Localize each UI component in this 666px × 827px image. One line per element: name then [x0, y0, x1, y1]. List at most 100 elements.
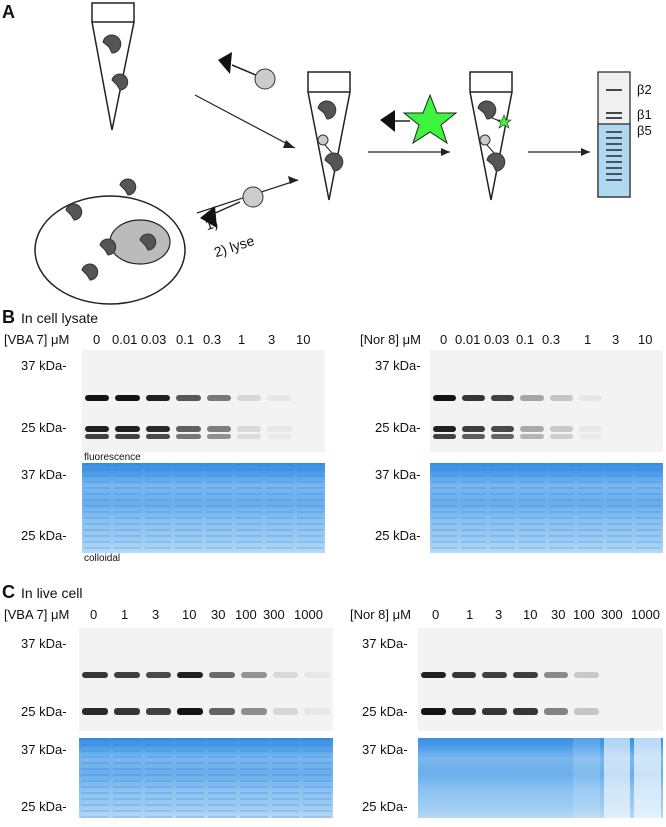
concentration-label: 0 — [440, 332, 448, 347]
gel-band — [608, 426, 631, 432]
gel-band — [491, 434, 515, 439]
gel-band — [209, 672, 235, 678]
marker-25-cb-c-right: 25 kDa- — [362, 799, 408, 814]
gel-band — [115, 395, 140, 401]
concentration-label: 300 — [263, 607, 285, 622]
gel-band — [85, 434, 110, 439]
gel-band — [578, 434, 602, 439]
gel-lane — [144, 463, 172, 553]
gel-band — [298, 395, 322, 401]
gel-band — [462, 434, 486, 439]
gel-lane — [303, 738, 331, 818]
gel-band — [236, 426, 262, 432]
gel-band — [85, 426, 110, 432]
gel-lane — [461, 463, 487, 553]
concentration-label: 10 — [296, 332, 311, 347]
concentration-label: 1 — [121, 607, 129, 622]
schematic-diagram — [34, 2, 631, 305]
gel-band — [267, 434, 292, 439]
gel-band — [177, 708, 203, 715]
gel-band — [512, 672, 538, 678]
gel-band — [236, 434, 262, 439]
gel-lane — [235, 463, 263, 553]
marker-25-cb-b-left: 25 kDa- — [21, 528, 67, 543]
gel-lane — [205, 463, 232, 553]
gel-lane — [84, 463, 111, 553]
gel-lane — [512, 738, 539, 818]
gel-band — [145, 395, 171, 401]
gel-band — [549, 434, 573, 439]
gel-band — [543, 672, 569, 678]
concentration-label: 0.03 — [141, 332, 167, 347]
gel-band — [520, 426, 544, 432]
gel-band — [272, 708, 299, 715]
gel-band — [462, 395, 486, 401]
gel-lane — [432, 463, 458, 553]
concentration-label: 10 — [638, 332, 653, 347]
gel-band — [608, 434, 631, 439]
beta5-label: β5 — [637, 123, 652, 138]
gel-band — [433, 426, 457, 432]
colloidal-caption: colloidal — [84, 553, 121, 564]
marker-25-b-right: 25 kDa- — [375, 420, 421, 435]
gel-band — [267, 426, 292, 432]
gel-band — [637, 434, 660, 439]
beta2-label: β2 — [637, 82, 652, 97]
tube-2 — [307, 71, 351, 201]
gel-band — [240, 672, 267, 678]
gel-band — [637, 395, 660, 401]
concentration-label: 1000 — [631, 607, 660, 622]
tube-1 — [91, 2, 135, 131]
gel-band — [433, 395, 457, 401]
gel-lane — [573, 738, 600, 818]
gel-band — [549, 395, 573, 401]
concentration-label: 100 — [235, 607, 257, 622]
beta1-label: β1 — [637, 107, 652, 122]
gel-lane — [634, 738, 661, 818]
gel-band — [635, 672, 660, 678]
marker-37-b-left: 37 kDa- — [21, 358, 67, 373]
gel-c-left-coomassie — [79, 738, 333, 818]
gel-band — [491, 426, 515, 432]
gel-band — [113, 708, 140, 715]
gel-lane — [144, 738, 173, 818]
gel-band — [206, 434, 231, 439]
gel-lane — [296, 463, 323, 553]
gel-band — [520, 434, 544, 439]
marker-37-cb-c-right: 37 kDa- — [362, 742, 408, 757]
gel-band — [549, 426, 573, 432]
gel-band — [240, 708, 267, 715]
concentration-label: 30 — [551, 607, 566, 622]
concentration-label: 0.3 — [542, 332, 561, 347]
gel-lane — [543, 738, 570, 818]
gel-band — [267, 395, 292, 401]
gel-band — [421, 708, 446, 715]
gel-band — [574, 672, 599, 678]
gel-c-right-coomassie — [418, 738, 663, 818]
gel-lane — [81, 738, 109, 818]
marker-37-c-left: 37 kDa- — [21, 636, 67, 651]
marker-37-b-right: 37 kDa- — [375, 358, 421, 373]
gel-lane — [114, 463, 141, 553]
concentration-label: 0.03 — [484, 332, 510, 347]
gel-lane — [481, 738, 508, 818]
gel-band — [433, 434, 457, 439]
gel-band — [635, 708, 660, 715]
cell — [34, 178, 186, 305]
gel-band — [520, 395, 544, 401]
concentration-label: 300 — [601, 607, 623, 622]
marker-25-c-right: 25 kDa- — [362, 704, 408, 719]
gel-band — [145, 708, 172, 715]
gel-c-right-fluorescence — [418, 628, 663, 731]
gel-lane — [176, 738, 204, 818]
gel-band — [176, 434, 201, 439]
panel-a-letter: A — [2, 2, 15, 22]
gel-lane — [490, 463, 516, 553]
gel-band — [482, 672, 507, 678]
panel-b-right-compound: [Nor 8] μM — [360, 332, 421, 347]
concentration-label: 100 — [573, 607, 595, 622]
gel-band — [482, 708, 507, 715]
marker-25-cb-c-left: 25 kDa- — [21, 799, 67, 814]
gel-lane — [519, 463, 545, 553]
panel-b-title: In cell lysate — [21, 310, 99, 326]
